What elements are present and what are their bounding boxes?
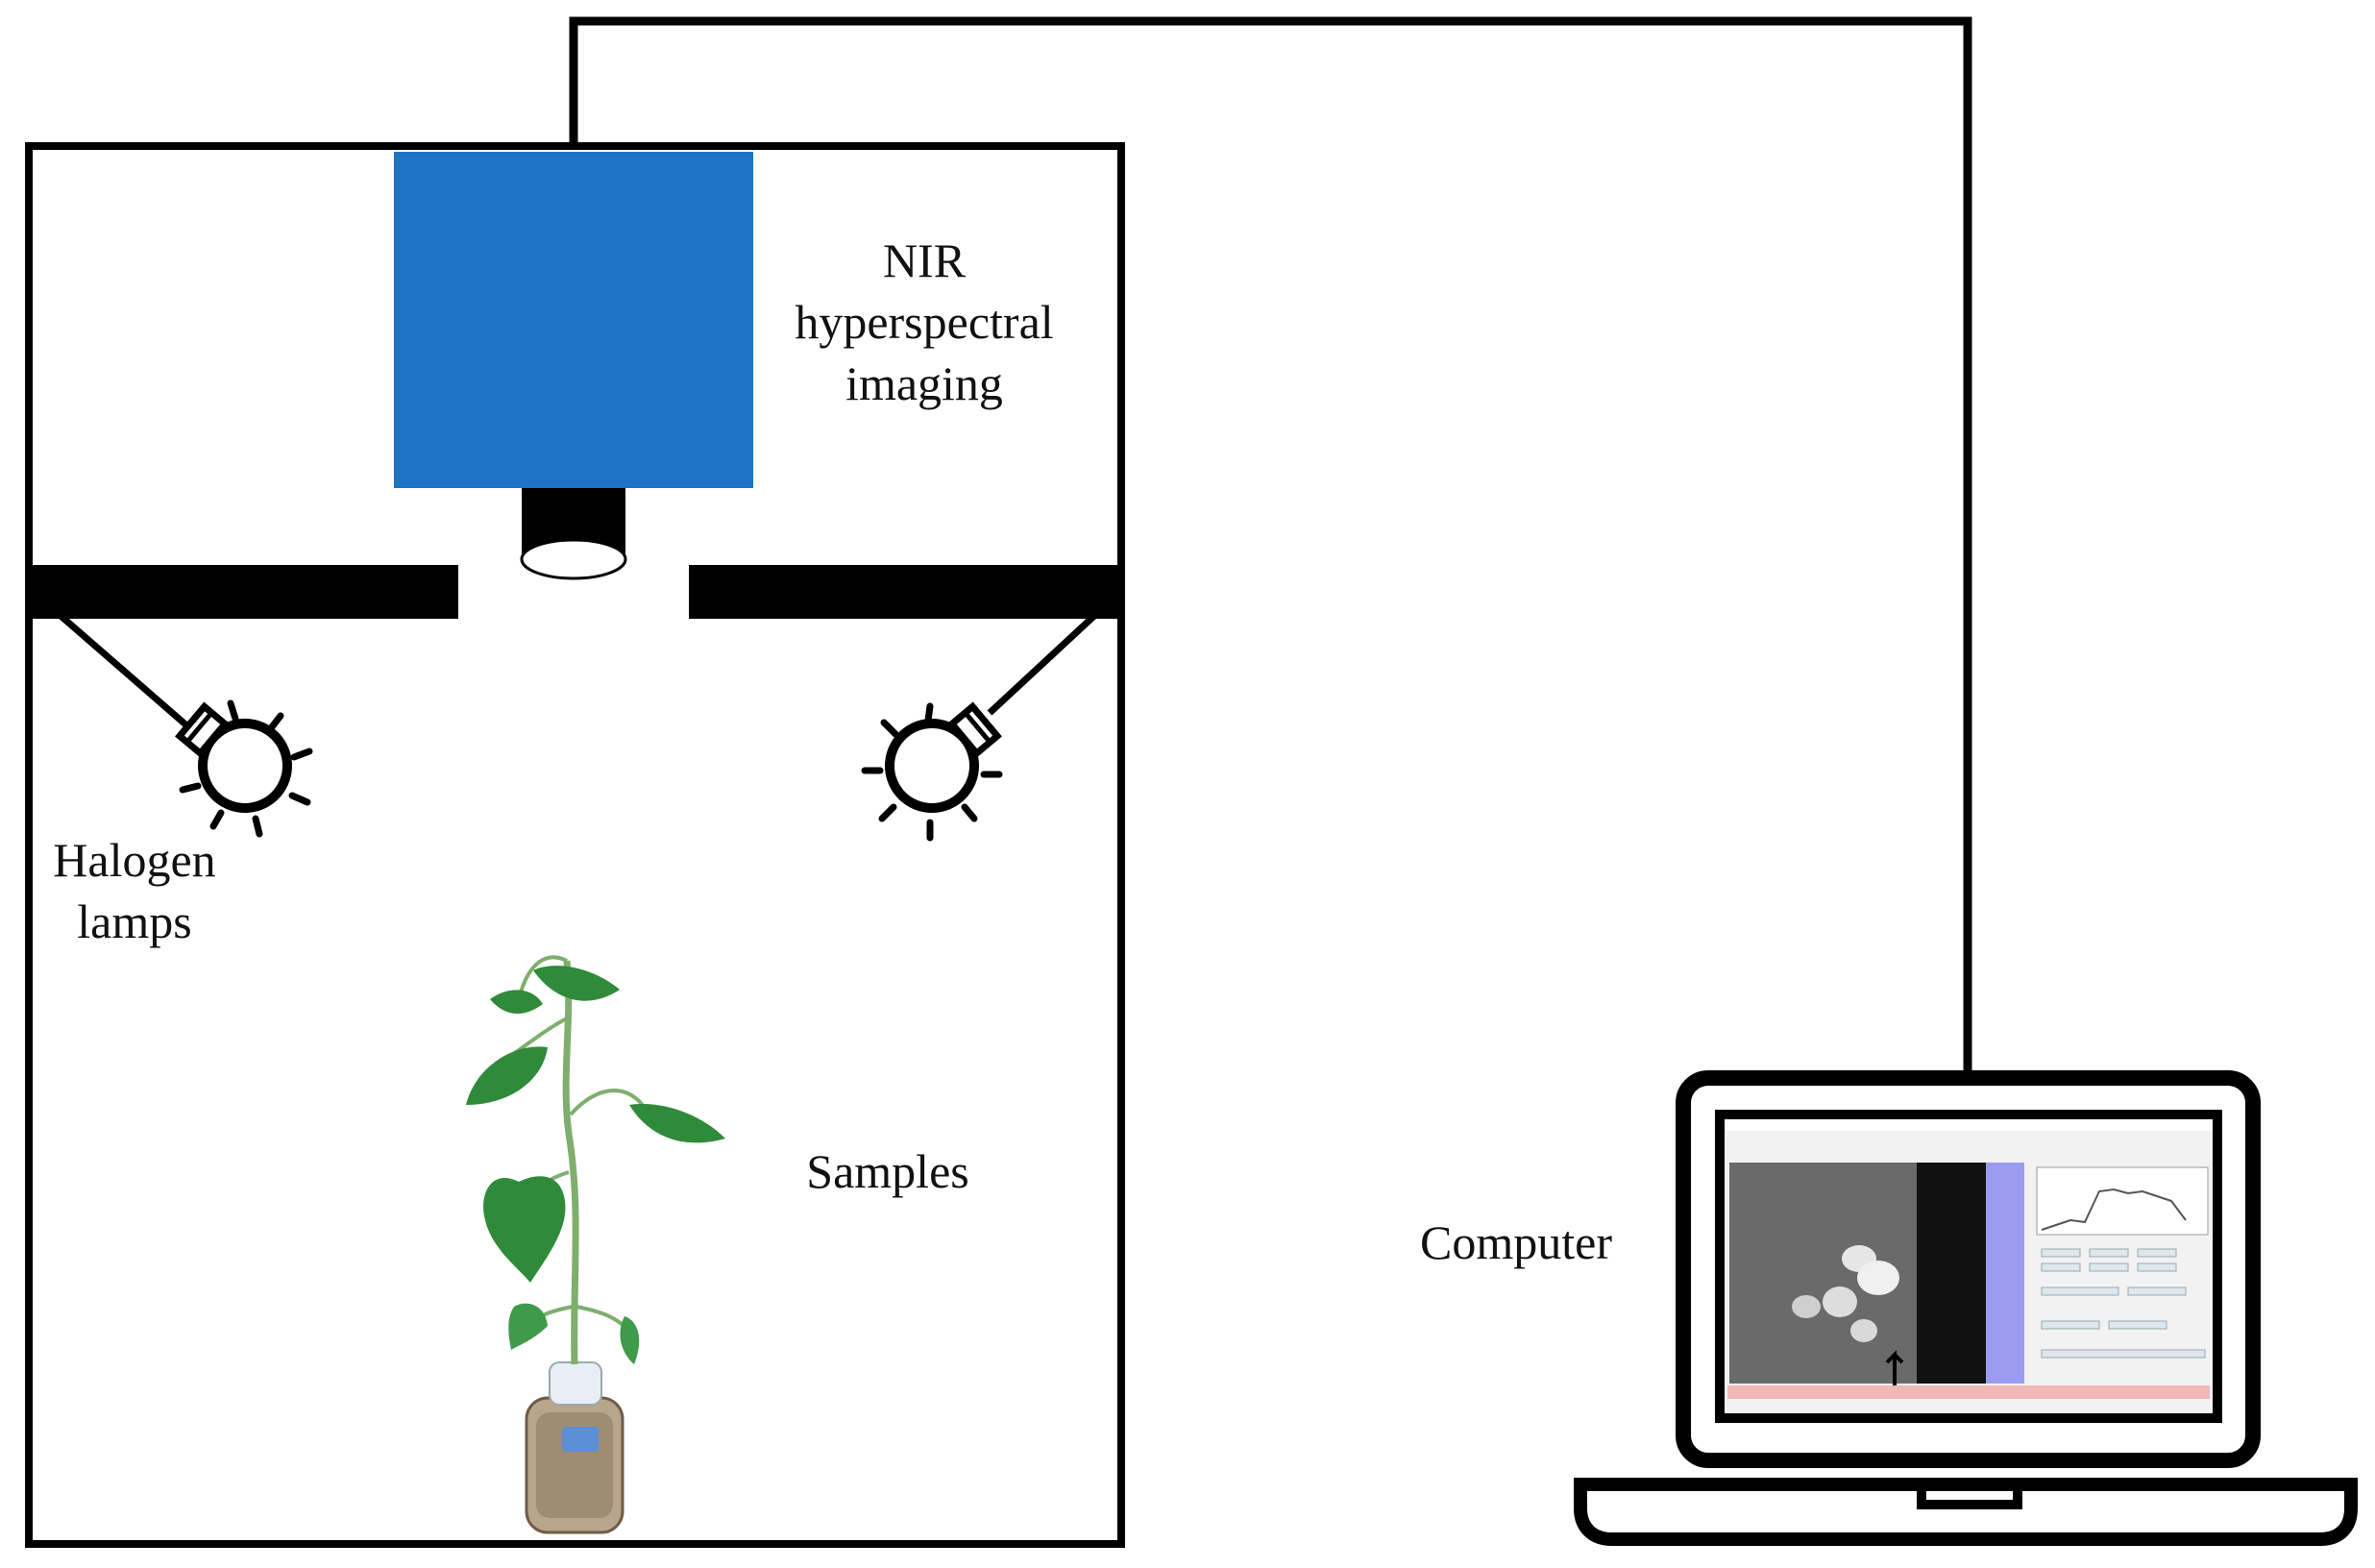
lightbulb-icon — [861, 612, 1098, 842]
data-cable — [569, 16, 1972, 1074]
imaging-chamber — [25, 142, 1125, 1548]
lamps-label-line2: lamps — [77, 894, 191, 948]
camera-label-line2: hyperspectral — [795, 295, 1053, 349]
samples-label: Samples — [806, 1144, 968, 1198]
lamp-mount-left — [29, 565, 458, 619]
camera-label-line3: imaging — [845, 356, 1003, 410]
lamps-label-line1: Halogen — [53, 833, 215, 887]
camera-block-icon — [394, 152, 753, 488]
screen-software-window — [1725, 1119, 2213, 1413]
computer-label: Computer — [1420, 1215, 1612, 1269]
camera-label-line1: NIR — [883, 233, 967, 287]
lens-icon — [520, 488, 627, 580]
plant-sample-icon — [466, 955, 725, 1534]
lightbulb-icon — [57, 612, 313, 838]
lamp-mount-right — [689, 565, 1121, 619]
